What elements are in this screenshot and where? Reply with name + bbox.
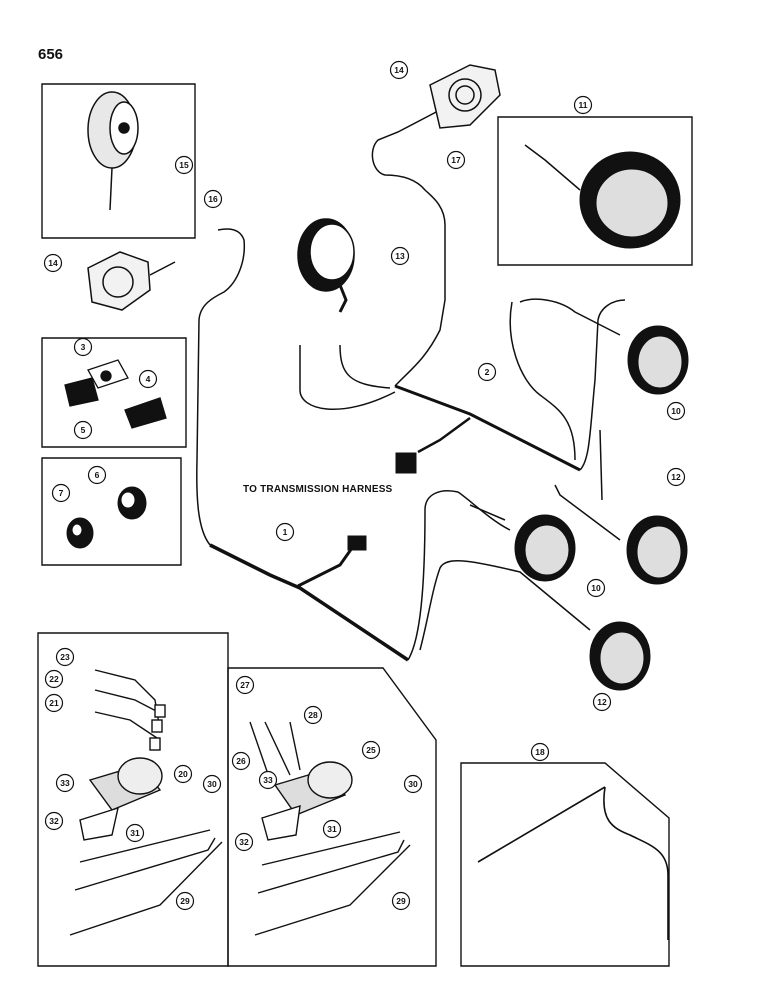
callout-21: 21 [44, 693, 64, 713]
callout-17: 17 [446, 150, 466, 170]
callout-30: 30 [202, 774, 222, 794]
callout-label: 28 [308, 710, 318, 720]
callout-label: 7 [59, 488, 64, 498]
callout-label: 14 [394, 65, 404, 75]
callout-2: 2 [477, 362, 497, 382]
callout-26: 26 [231, 751, 251, 771]
callout-33: 33 [55, 773, 75, 793]
callout-label: 18 [535, 747, 545, 757]
callout-15: 15 [174, 155, 194, 175]
grommet-parts [66, 486, 147, 549]
lamp-13 [297, 218, 355, 313]
callout-18: 18 [530, 742, 550, 762]
wiper-motor-b [249, 721, 411, 936]
callout-label: 21 [49, 698, 59, 708]
callout-33: 33 [258, 770, 278, 790]
callout-label: 17 [451, 155, 461, 165]
lamp-14-upper [429, 64, 501, 129]
inset-box-18 [460, 762, 670, 967]
callout-label: 29 [396, 896, 406, 906]
callout-label: 31 [130, 828, 140, 838]
callout-29: 29 [391, 891, 411, 911]
callout-31: 31 [322, 819, 342, 839]
callout-label: 15 [179, 160, 189, 170]
callout-label: 33 [263, 775, 273, 785]
callout-label: 30 [207, 779, 217, 789]
callout-25: 25 [361, 740, 381, 760]
clamp-parts [64, 359, 167, 429]
callout-label: 2 [485, 367, 490, 377]
harness-1 [196, 228, 591, 662]
callout-11: 11 [573, 95, 593, 115]
lamp-12-lower [589, 621, 651, 691]
callout-label: 12 [671, 472, 681, 482]
inset-box-15 [41, 83, 196, 239]
callout-27: 27 [235, 675, 255, 695]
callout-label: 31 [327, 824, 337, 834]
lamp-12-upper [626, 515, 688, 585]
callout-16: 16 [203, 189, 223, 209]
callout-6: 6 [87, 465, 107, 485]
callout-label: 26 [236, 756, 246, 766]
callout-12: 12 [592, 692, 612, 712]
lamp-10-lower [514, 514, 576, 582]
inset-box-11 [497, 116, 693, 266]
page-number: 656 [38, 46, 64, 63]
lamp-11 [524, 144, 681, 249]
callout-3: 3 [73, 337, 93, 357]
rod-18 [477, 786, 669, 940]
lamp-14-lower [87, 251, 176, 311]
callout-20: 20 [173, 764, 193, 784]
callout-13: 13 [390, 246, 410, 266]
callout-10: 10 [586, 578, 606, 598]
callout-1: 1 [275, 522, 295, 542]
callout-14: 14 [389, 60, 409, 80]
callout-label: 22 [49, 674, 59, 684]
callout-label: 3 [81, 342, 86, 352]
callout-label: 14 [48, 258, 58, 268]
callout-label: 32 [239, 837, 249, 847]
transmission-harness-caption: TO TRANSMISSION HARNESS [243, 484, 393, 495]
callout-label: 1 [283, 527, 288, 537]
callout-label: 5 [81, 425, 86, 435]
callout-31: 31 [125, 823, 145, 843]
callout-label: 13 [395, 251, 405, 261]
callout-label: 23 [60, 652, 70, 662]
lamp-15 [87, 91, 139, 211]
callout-label: 25 [366, 745, 376, 755]
callout-label: 33 [60, 778, 70, 788]
callout-10: 10 [666, 401, 686, 421]
lamp-10-upper [627, 325, 689, 395]
callout-7: 7 [51, 483, 71, 503]
callout-label: 10 [671, 406, 681, 416]
callout-29: 29 [175, 891, 195, 911]
inset-box-grommets [41, 457, 182, 566]
wiper-motor-a [69, 669, 223, 936]
callout-label: 11 [579, 100, 588, 110]
callout-label: 12 [597, 697, 607, 707]
callout-label: 4 [146, 374, 151, 384]
callout-label: 6 [95, 470, 100, 480]
callout-32: 32 [234, 832, 254, 852]
callout-label: 32 [49, 816, 59, 826]
callout-23: 23 [55, 647, 75, 667]
callout-label: 30 [408, 779, 418, 789]
callout-4: 4 [138, 369, 158, 389]
callout-label: 27 [240, 680, 250, 690]
inset-box-clamps [41, 337, 187, 448]
callout-14: 14 [43, 253, 63, 273]
callout-label: 29 [180, 896, 190, 906]
callout-22: 22 [44, 669, 64, 689]
callout-30: 30 [403, 774, 423, 794]
callout-5: 5 [73, 420, 93, 440]
callout-label: 20 [178, 769, 188, 779]
callout-32: 32 [44, 811, 64, 831]
inset-box-wiper-b [227, 667, 437, 967]
harness-2 [299, 109, 626, 541]
callout-label: 16 [208, 194, 218, 204]
callout-label: 10 [591, 583, 601, 593]
callout-12: 12 [666, 467, 686, 487]
callout-28: 28 [303, 705, 323, 725]
